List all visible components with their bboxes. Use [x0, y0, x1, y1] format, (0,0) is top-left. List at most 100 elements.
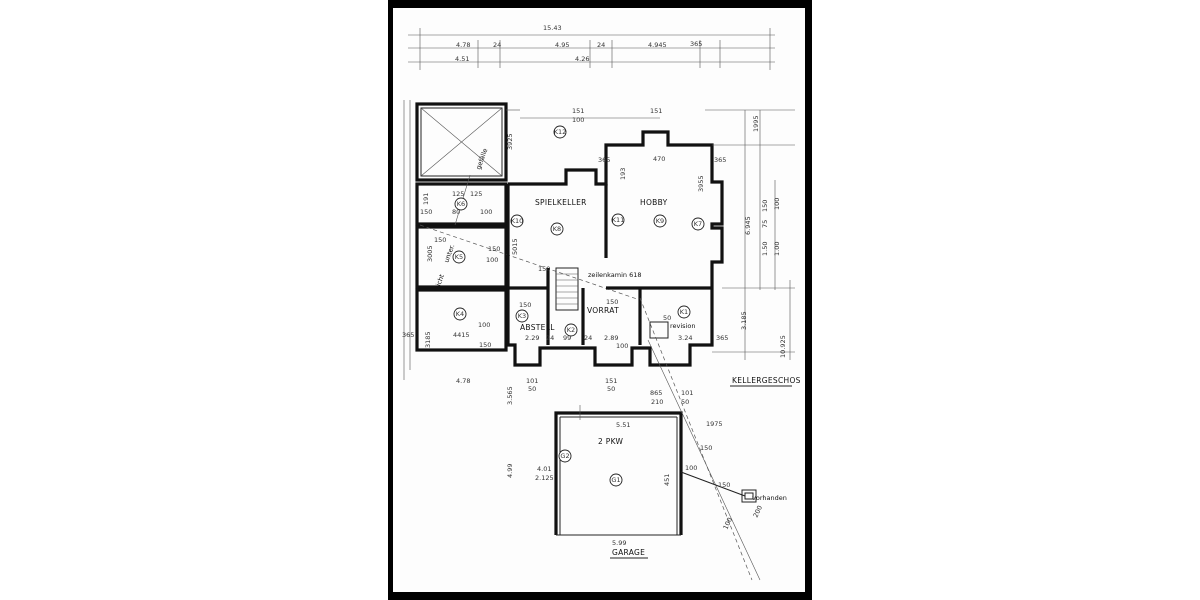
dim-top-f: 365 [690, 40, 702, 48]
dim-150-vorrat: 150 [606, 298, 618, 306]
dim-100e: 100 [486, 256, 498, 264]
dim-total-width: 15.43 [543, 24, 562, 32]
dim-24b: 24 [584, 334, 592, 342]
marker-label: K2 [567, 326, 575, 334]
dim-191: 191 [422, 193, 430, 205]
dim-150-drain: 150 [700, 444, 712, 452]
marker-k11: K11 [611, 213, 625, 227]
main-building-walls [506, 130, 724, 367]
marker-label: K6 [457, 200, 465, 208]
marker-label: K11 [612, 216, 625, 224]
dim-229: 2.29 [525, 334, 539, 342]
note-revision: revision [670, 322, 695, 330]
dim-865: 865 [650, 389, 662, 397]
dim-5015: 5015 [511, 238, 519, 255]
note-vorhanden: vorhanden [752, 494, 787, 502]
marker-k3: K3 [515, 309, 529, 323]
marker-k1: K1 [677, 305, 691, 319]
right-dimension-lines [705, 109, 795, 360]
dim-50d: 50 [663, 314, 671, 322]
room-pkw: 2 PKW [598, 437, 624, 446]
dim-1-00: 1.00 [773, 242, 781, 256]
dim-1-50: 1.50 [761, 242, 769, 256]
dim-80: 80 [452, 208, 460, 216]
marker-k4: K4 [453, 307, 467, 321]
dim-151a: 151 [572, 107, 584, 115]
dim-101b: 101 [681, 389, 693, 397]
dim-193: 193 [619, 168, 627, 180]
dim-599: 5.99 [612, 539, 626, 547]
dim-50b: 50 [607, 385, 615, 393]
note-chimney: zeilenkamin 618 [588, 271, 642, 279]
dim-2125: 2.125 [535, 474, 554, 482]
marker-label: G2 [560, 452, 569, 460]
room-spielkeller: SPIELKELLER [535, 198, 587, 207]
dim-3185b: 3.185 [740, 311, 748, 330]
dim-100-right: 100 [773, 198, 781, 210]
dim-150-drain-b: 150 [718, 481, 730, 489]
dim-150-spiel: 150 [538, 265, 550, 273]
dim-150-abstell: 150 [519, 301, 531, 309]
marker-label: K7 [694, 220, 702, 228]
dim-365c: 365 [714, 156, 726, 164]
revision-shaft [649, 321, 669, 339]
dim-4415: 4415 [453, 331, 470, 339]
note-gefalle: gefälle [474, 147, 489, 170]
dim-99: 99 [563, 334, 571, 342]
dim-top-d: 24 [597, 41, 605, 49]
dim-3185-left: 3185 [424, 331, 432, 348]
marker-label: G1 [611, 476, 620, 484]
dim-210: 210 [651, 398, 663, 406]
dim-3925: 3925 [506, 133, 514, 150]
dim-75: 75 [761, 220, 769, 228]
dim-100-drain: 100 [685, 464, 697, 472]
dim-470: 470 [653, 155, 665, 163]
dim-551: 5.51 [616, 421, 630, 429]
dim-top-h: 4.26 [575, 55, 589, 63]
top-dimension-lines [408, 28, 775, 70]
dim-151c: 151 [605, 377, 617, 385]
marker-label: K10 [511, 217, 524, 225]
dim-1975: 1975 [706, 420, 723, 428]
marker-label: K4 [456, 310, 464, 318]
dim-10925: 10.925 [779, 335, 787, 358]
dim-6945: 6.945 [744, 216, 752, 235]
marker-g1: G1 [609, 473, 623, 487]
dim-24a: 24 [546, 334, 554, 342]
marker-k6: K6 [454, 197, 468, 211]
dim-200: 200 [752, 504, 765, 519]
marker-label: K8 [553, 225, 561, 233]
sheet-label: KELLERGESCHOS [732, 376, 801, 385]
dim-150l: 150 [434, 236, 446, 244]
dim-151b: 151 [650, 107, 662, 115]
dim-top-g: 4.51 [455, 55, 469, 63]
marker-k5: K5 [452, 250, 466, 264]
marker-label: K12 [554, 128, 567, 136]
dim-401: 4.01 [537, 465, 551, 473]
garage-walls [554, 405, 683, 536]
marker-label: K5 [455, 253, 463, 261]
garage-label: GARAGE [612, 548, 645, 557]
dim-451: 451 [663, 474, 671, 486]
dim-top-b: 24 [493, 41, 501, 49]
dim-499: 4.99 [506, 464, 514, 478]
dim-365a: 365 [402, 331, 414, 339]
dim-100-abstell: 100 [478, 321, 490, 329]
dim-bottom-478: 4.78 [456, 377, 470, 385]
drain-line [639, 297, 761, 581]
dim-365d: 365 [716, 334, 728, 342]
dim-125b: 125 [470, 190, 482, 198]
dim-100c: 100 [480, 208, 492, 216]
marker-label: K1 [680, 308, 688, 316]
dim-top-e: 4.945 [648, 41, 667, 49]
dim-3005: 3005 [426, 245, 434, 262]
dim-100: 100 [572, 116, 584, 124]
room-hobby: HOBBY [640, 198, 668, 207]
dim-3565: 3.565 [506, 386, 514, 405]
dim-125a: 125 [452, 190, 464, 198]
dim-150-bottom-left: 150 [479, 341, 491, 349]
dim-top-c: 4.95 [555, 41, 569, 49]
marker-k9: K9 [653, 214, 667, 228]
